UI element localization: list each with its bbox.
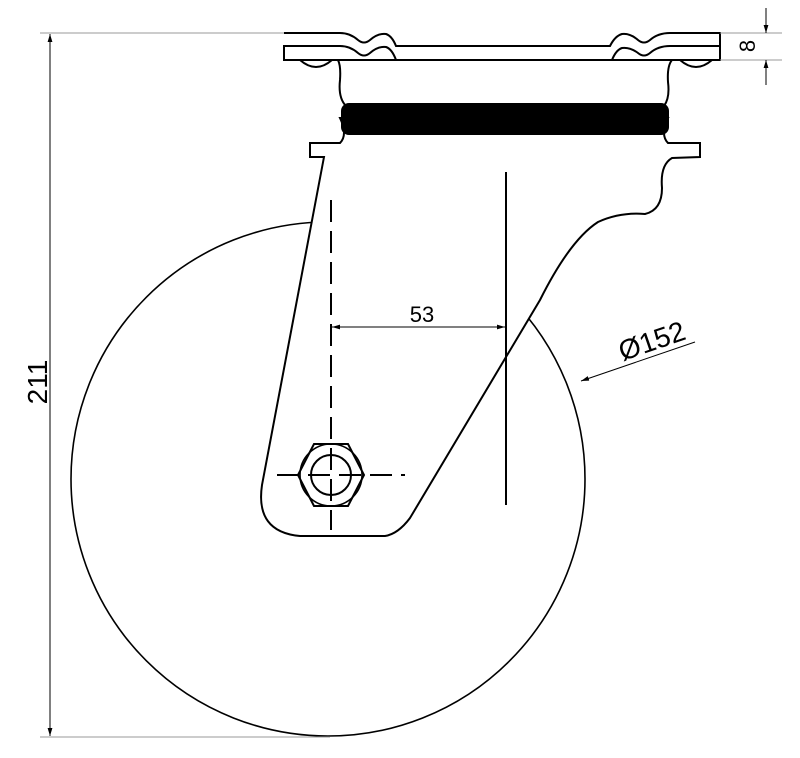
dimension-height-label: 211 — [22, 360, 53, 405]
axle-nut-icon — [296, 443, 366, 507]
axle-washer — [299, 443, 363, 507]
rivet-right — [679, 59, 713, 68]
dimension-offset-label: 53 — [410, 302, 434, 327]
neck-outline — [336, 59, 675, 107]
dimension-diameter-label: Ø152 — [614, 315, 689, 367]
bearing-band — [341, 103, 669, 135]
rivet-left — [299, 59, 333, 68]
top-plate — [283, 32, 721, 61]
leader-line-diameter — [580, 341, 696, 382]
dimension-plate-label: 8 — [735, 40, 760, 52]
